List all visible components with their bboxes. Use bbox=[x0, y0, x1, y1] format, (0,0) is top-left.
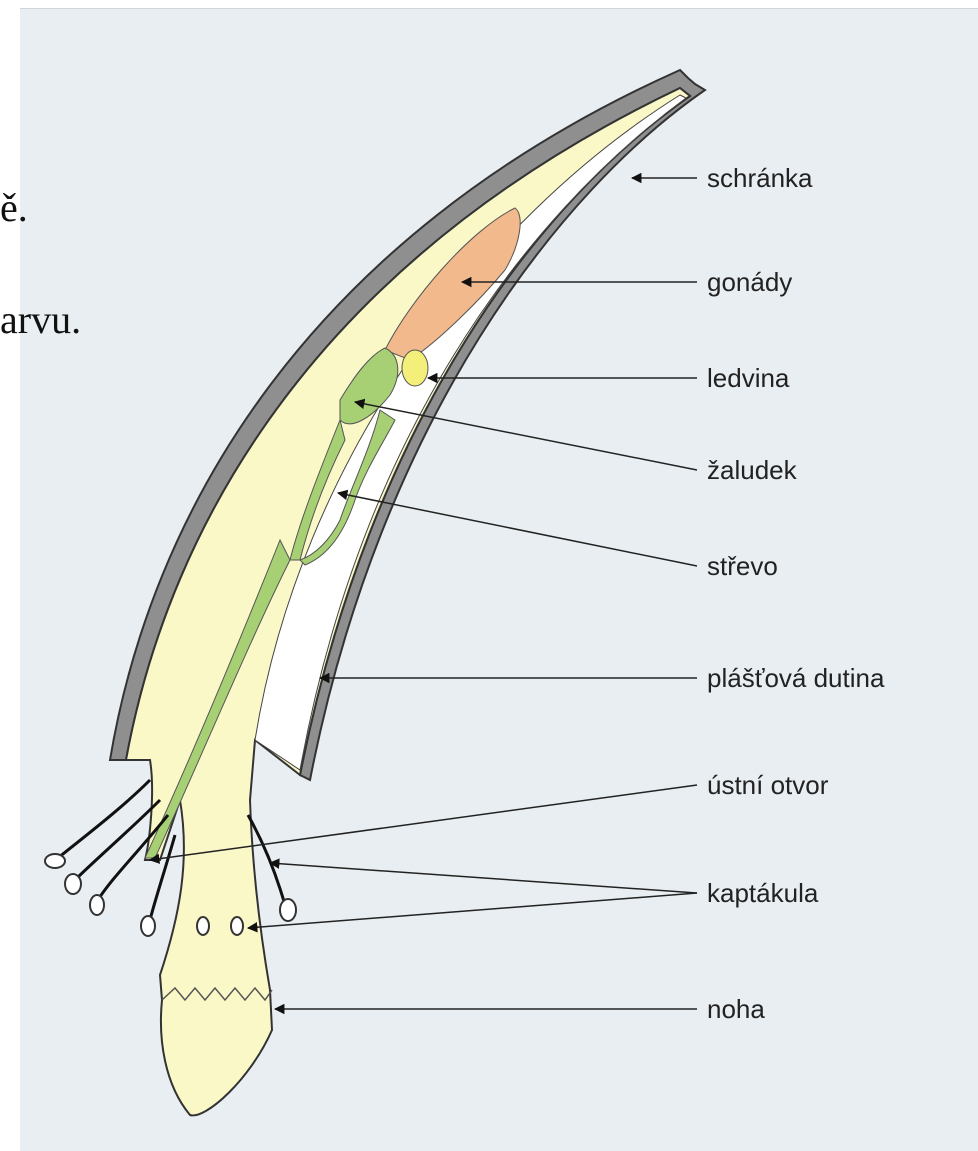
label-noha: noha bbox=[707, 994, 765, 1024]
label-gonady: gonády bbox=[707, 267, 792, 297]
label-strevo: střevo bbox=[707, 551, 778, 581]
label-kaptakula: kaptákula bbox=[707, 878, 819, 908]
label-ledvina: ledvina bbox=[707, 363, 790, 393]
kidney bbox=[402, 350, 428, 386]
label-zaludek: žaludek bbox=[707, 455, 798, 485]
label-schranka: schránka bbox=[707, 163, 813, 193]
label-ustni-otvor: ústní otvor bbox=[707, 770, 829, 800]
label-plastova-dutina: plášťová dutina bbox=[707, 663, 885, 693]
